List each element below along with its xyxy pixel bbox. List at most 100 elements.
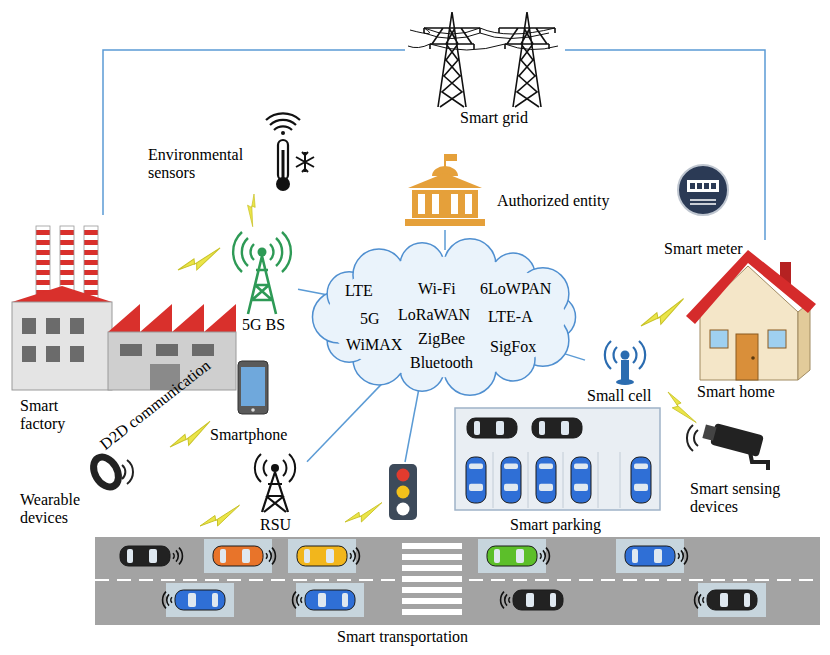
vehicle-icons	[356, 548, 359, 565]
vehicle-icons	[402, 609, 462, 615]
vehicle-icons	[213, 546, 275, 566]
smart-meter-icon	[687, 180, 719, 192]
wearable-icon	[122, 460, 133, 484]
factory-icon	[22, 346, 36, 362]
vehicle-icons	[707, 590, 757, 610]
vehicle-icons	[496, 421, 504, 435]
smartphone-icon	[238, 361, 268, 414]
vehicle-icons	[402, 576, 462, 582]
power-grid-icon	[499, 12, 555, 107]
vehicle-icons	[501, 457, 521, 503]
vehicle-icons	[293, 590, 355, 610]
vehicle-icons	[543, 550, 545, 561]
vehicle-icons	[163, 590, 225, 610]
node-label: Smart parking	[510, 516, 601, 534]
link-line	[444, 230, 446, 250]
small-cell-node: Small cell	[585, 335, 665, 410]
vehicle-icons	[120, 546, 170, 566]
smart-meter-icon	[678, 165, 728, 215]
house-icon	[751, 356, 755, 360]
vehicle-icons	[574, 463, 588, 469]
sensing-node: Smart sensing devices	[685, 420, 810, 520]
vehicle-icons	[120, 546, 182, 566]
vehicle-icons	[516, 549, 524, 563]
link-label: D2D communication	[97, 356, 214, 453]
power-grid-icon	[408, 28, 558, 50]
camera-icon	[687, 425, 698, 451]
environmental-sensor-icon	[281, 131, 285, 135]
environmental-sensor-icon	[296, 152, 314, 172]
vehicle-icons	[402, 587, 462, 593]
node-label: Bluetooth	[410, 354, 473, 372]
house-icon	[768, 330, 786, 348]
node-label: Authorized entity	[497, 192, 609, 210]
node-label: 5G BS	[242, 316, 285, 334]
smart-meter-icon	[711, 183, 716, 189]
small-cell-icon	[616, 379, 634, 385]
vehicle-icons	[513, 590, 563, 610]
node-label: Wearable devices	[20, 491, 100, 527]
vehicle-icons	[176, 550, 178, 561]
vehicle-icons	[631, 457, 651, 503]
factory-icon	[108, 304, 236, 332]
vehicle-icons	[540, 553, 541, 559]
vehicle-icons	[297, 546, 359, 566]
vehicle-icons	[574, 484, 588, 491]
vehicle-icons	[179, 548, 182, 565]
vehicle-icons	[539, 421, 545, 435]
vehicle-icons	[625, 546, 687, 566]
wearable-icon	[88, 453, 123, 492]
base-station-icon	[258, 248, 267, 257]
rsu-node: RSU	[245, 452, 307, 536]
smart-meter-icon	[704, 183, 709, 189]
vehicle-icons	[539, 463, 553, 469]
vehicle-icons	[301, 597, 302, 603]
vehicle-icons	[487, 546, 537, 566]
traffic-light-icon	[389, 383, 420, 520]
vehicle-icons	[504, 484, 518, 491]
authority-building-icon	[451, 194, 458, 214]
authority-building-icon	[445, 154, 457, 161]
camera-icon	[687, 421, 768, 470]
vehicle-icons	[720, 593, 728, 607]
smartphone-icon	[241, 367, 265, 406]
smart-meter-icon	[697, 183, 702, 189]
vehicle-icons	[467, 418, 517, 438]
node-label: Smart factory	[20, 397, 84, 433]
vehicle-icons	[297, 546, 347, 566]
vehicle-icons	[536, 457, 556, 503]
vehicle-icons	[402, 565, 462, 571]
vehicle-icons	[288, 539, 356, 573]
factory-icon	[70, 318, 84, 334]
vehicle-icons	[318, 593, 326, 607]
vehicle-icons	[326, 549, 334, 563]
vehicle-icons	[402, 598, 462, 604]
rsu-icon	[255, 454, 295, 482]
vehicle-icons	[474, 421, 480, 435]
base-station-icon	[233, 232, 291, 272]
factory-icon	[156, 344, 178, 356]
vehicle-icons	[163, 592, 166, 609]
vehicle-icons	[173, 553, 174, 559]
smart-meter-icon	[678, 165, 728, 215]
vehicle-icons	[501, 590, 563, 610]
environmental-sensor-icon	[276, 177, 290, 191]
vehicle-icons	[505, 594, 507, 605]
small-cell-icon	[605, 341, 645, 369]
vehicle-icons	[188, 593, 196, 607]
lightning-bolt	[200, 495, 239, 536]
vehicle-icons	[501, 592, 504, 609]
vehicle-icons	[175, 590, 225, 610]
vehicle-icons	[478, 539, 546, 573]
camera-icon	[750, 452, 768, 470]
vehicle-icons	[539, 484, 553, 491]
node-label: LTE-A	[488, 308, 533, 326]
vehicle-icons	[304, 549, 310, 563]
authority-building-icon	[465, 194, 472, 214]
small-cell-icon	[621, 360, 629, 382]
lightning-bolt	[345, 493, 382, 532]
vehicle-icons	[293, 592, 296, 609]
vehicle-icons	[550, 593, 556, 607]
network-cloud: LTEWi-Fi6LoWPAN5GLoRaWANLTE-AWiMAXZigBee…	[318, 250, 574, 384]
